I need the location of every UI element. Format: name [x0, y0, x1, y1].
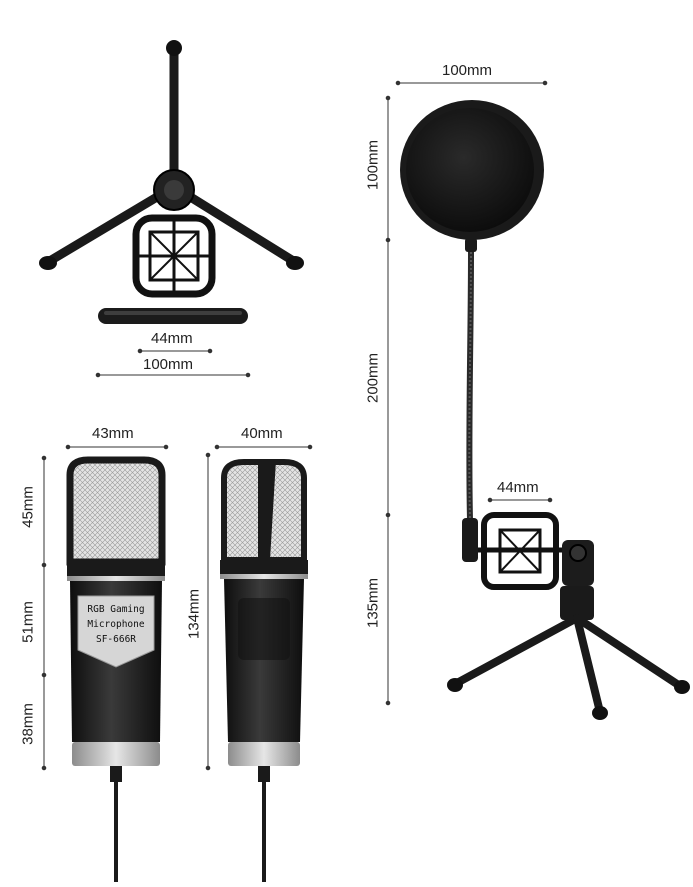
dim-bottom-height: 38mm [19, 703, 37, 745]
dim-base-width: 100mm [143, 356, 194, 373]
dim-grille-height: 45mm [19, 486, 37, 528]
dim-stand-height: 135mm [364, 577, 382, 629]
dim-lines-top-left [95, 348, 251, 378]
dim-mic-front-width: 43mm [92, 425, 134, 442]
dim-mic-side-width: 40mm [241, 425, 283, 442]
mic-label-line2: Microphone [87, 619, 145, 630]
mic-front-view [66, 456, 166, 882]
dim-body-height: 51mm [19, 601, 37, 643]
dim-pop-filter-height: 100mm [364, 139, 382, 191]
dim-gooseneck-length: 200mm [364, 352, 382, 404]
tripod-top-view [39, 40, 304, 324]
mic-label-line3: SF-666R [95, 634, 137, 645]
mic-side-view [220, 459, 308, 882]
dim-pop-filter-width: 100mm [442, 62, 493, 79]
dim-base-shock-width: 44mm [151, 330, 193, 347]
dim-shock-mount-width: 44mm [497, 479, 539, 496]
mic-label-line1: RGB Gaming [87, 604, 145, 615]
dim-lines-assembly [385, 80, 553, 706]
dim-lines-mic-side [205, 444, 313, 771]
dim-lines-mic-front [41, 444, 169, 771]
assembly-side-view [400, 100, 690, 720]
dim-total-height: 134mm [185, 588, 203, 640]
